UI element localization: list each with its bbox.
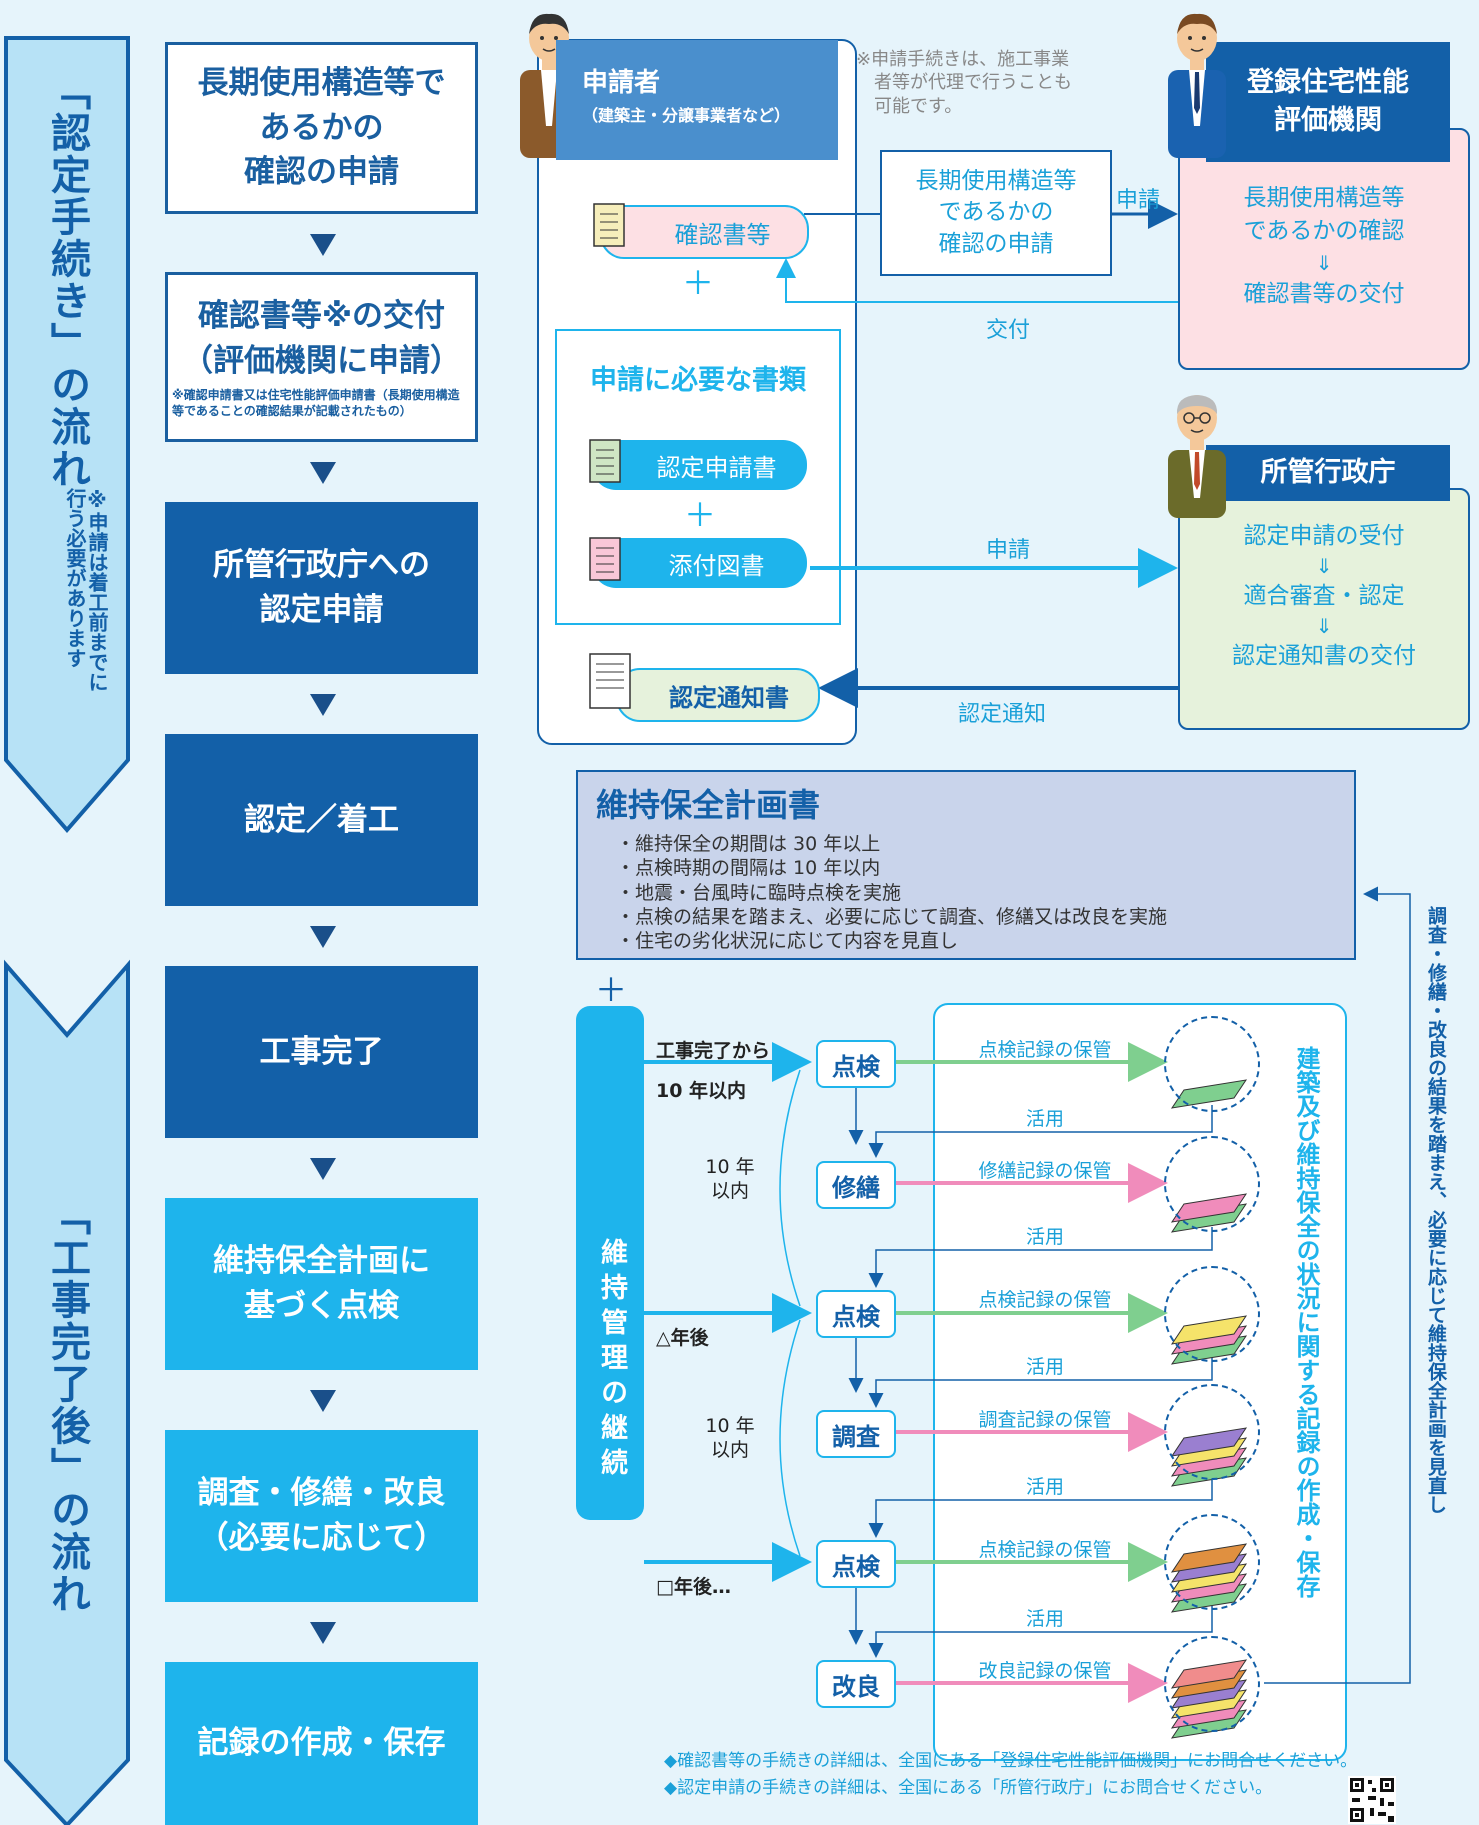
step-survey-repair: 調査・修繕・改良（必要に応じて） [165, 1430, 478, 1602]
document-icon [589, 653, 631, 709]
record-circle [1164, 1266, 1260, 1362]
maintenance-continuation: 維持管理の継続 [596, 1238, 627, 1483]
interval-label: 10 年以内 [705, 1415, 755, 1461]
confirmation-application-box: 長期使用構造等であるかの確認の申請 [880, 150, 1112, 276]
record-circle [1164, 1636, 1260, 1732]
footer-notes: ◆確認書等の手続きの詳細は、全国にある「登録住宅性能評価機関」にお問合せください… [664, 1751, 1358, 1799]
action-inspection: 点検 [816, 1540, 896, 1588]
plan-review-vertical: 調査・修繕・改良の結果を踏まえ、必要に応じて維持保全計画を見直し [1425, 906, 1447, 1514]
step-authority-application: 所管行政庁への認定申請 [165, 502, 478, 674]
required-docs-title: 申請に必要な書類 [590, 365, 806, 396]
plus-sign: ＋ [682, 264, 715, 302]
certification-notice-pill: 認定通知書 [616, 668, 820, 722]
arrow-down [310, 462, 336, 484]
action-inspection: 点検 [816, 1290, 896, 1338]
step-certification-start: 認定／着工 [165, 734, 478, 906]
document-icon [593, 203, 625, 247]
drawings-pill: 添付図書 [592, 538, 807, 588]
step-record-keeping: 記録の作成・保存 [165, 1662, 478, 1825]
arrow-down [310, 1158, 336, 1180]
step-certificate-issue: 確認書等※の交付（評価機関に申請） ※確認申請書又は住宅性能評価申請書（長期使用… [165, 272, 478, 442]
authority-header: 所管行政庁 [1206, 445, 1450, 501]
action-repair: 修繕 [816, 1161, 896, 1209]
record-circle [1164, 1384, 1260, 1480]
document-icon [589, 537, 621, 581]
record-label: 点検記録の保管 [978, 1539, 1112, 1561]
use-label: 活用 [1025, 1608, 1064, 1630]
application-form-pill: 認定申請書 [592, 440, 807, 490]
evaluator-header: 登録住宅性能評価機関 [1206, 42, 1450, 162]
record-circle [1164, 1136, 1260, 1232]
action-inspection: 点検 [816, 1040, 896, 1088]
authority-box: 認定申請の受付⇓ 適合審査・認定⇓ 認定通知書の交付 [1178, 488, 1470, 730]
maintenance-plan-title: 維持保全計画書 [596, 786, 821, 824]
proxy-note: ※申請手続きは、施工事業者等が代理で行うことも可能です。 [856, 49, 1072, 117]
note-before-construction: ※申請は着工前までに行う必要があります [63, 488, 109, 692]
use-label: 活用 [1025, 1226, 1064, 1248]
action-improvement: 改良 [816, 1660, 896, 1708]
record-label: 点検記録の保管 [978, 1039, 1112, 1061]
label-certification-notice: 認定通知 [958, 702, 1047, 727]
maintenance-plan-box: 維持保全計画書 ・維持保全の期間は 30 年以上・点検時期の間隔は 10 年以内… [576, 770, 1356, 960]
step-confirmation-application: 長期使用構造等であるかの確認の申請 [165, 42, 478, 214]
record-label: 改良記録の保管 [978, 1660, 1112, 1682]
title-after-completion-flow: 「工事完了後」の流れ [44, 1195, 90, 1615]
arrow-down [310, 926, 336, 948]
applicant-title: 申請者 [582, 68, 661, 98]
use-label: 活用 [1025, 1356, 1064, 1378]
label-issue: 交付 [986, 318, 1031, 343]
use-label: 活用 [1025, 1108, 1064, 1130]
authority-person-icon [1168, 395, 1226, 518]
timeline-third: □年後… [656, 1576, 731, 1598]
use-label: 活用 [1025, 1476, 1064, 1498]
evaluator-person-icon [1168, 13, 1226, 158]
document-icon [589, 439, 621, 483]
step-construction-complete: 工事完了 [165, 966, 478, 1138]
record-label: 修繕記録の保管 [978, 1160, 1112, 1182]
qr-code-icon[interactable] [1348, 1776, 1396, 1824]
title-certification-flow: 「認定手続き」の流れ [44, 70, 90, 490]
record-label: 調査記録の保管 [978, 1409, 1112, 1431]
confirmation-doc-pill: 確認書等 [600, 205, 809, 259]
applicant-subtitle: （建築主・分譲事業者など） [582, 106, 791, 125]
action-survey: 調査 [816, 1410, 896, 1458]
record-keeping-vertical: 建築及び維持保全の状況に関する記録の作成・保存 [1292, 1046, 1320, 1598]
label-apply: 申請 [1116, 188, 1161, 213]
record-circle [1164, 1016, 1260, 1112]
plus-sign: ＋ [684, 496, 717, 534]
evaluator-box: 長期使用構造等であるかの確認 ⇓確認書等の交付 [1178, 128, 1470, 370]
record-label: 点検記録の保管 [978, 1289, 1112, 1311]
arrow-down [310, 694, 336, 716]
maintenance-connectors [576, 886, 1411, 1761]
arrow-down [310, 1622, 336, 1644]
applicant-header: 申請者 （建築主・分譲事業者など） [556, 40, 838, 160]
arrow-down [310, 234, 336, 256]
arrow-down [310, 1390, 336, 1412]
step-plan-inspection: 維持保全計画に基づく点検 [165, 1198, 478, 1370]
record-circle [1164, 1514, 1260, 1610]
interval-label: 10 年以内 [705, 1156, 755, 1202]
timeline-second: △年後 [656, 1327, 709, 1349]
maintenance-plan-items: ・維持保全の期間は 30 年以上・点検時期の間隔は 10 年以内・地震・台風時に… [616, 833, 1168, 953]
flow-banners [3, 36, 130, 1825]
label-apply-authority: 申請 [986, 538, 1031, 563]
plus-sign: ＋ [595, 971, 628, 1009]
